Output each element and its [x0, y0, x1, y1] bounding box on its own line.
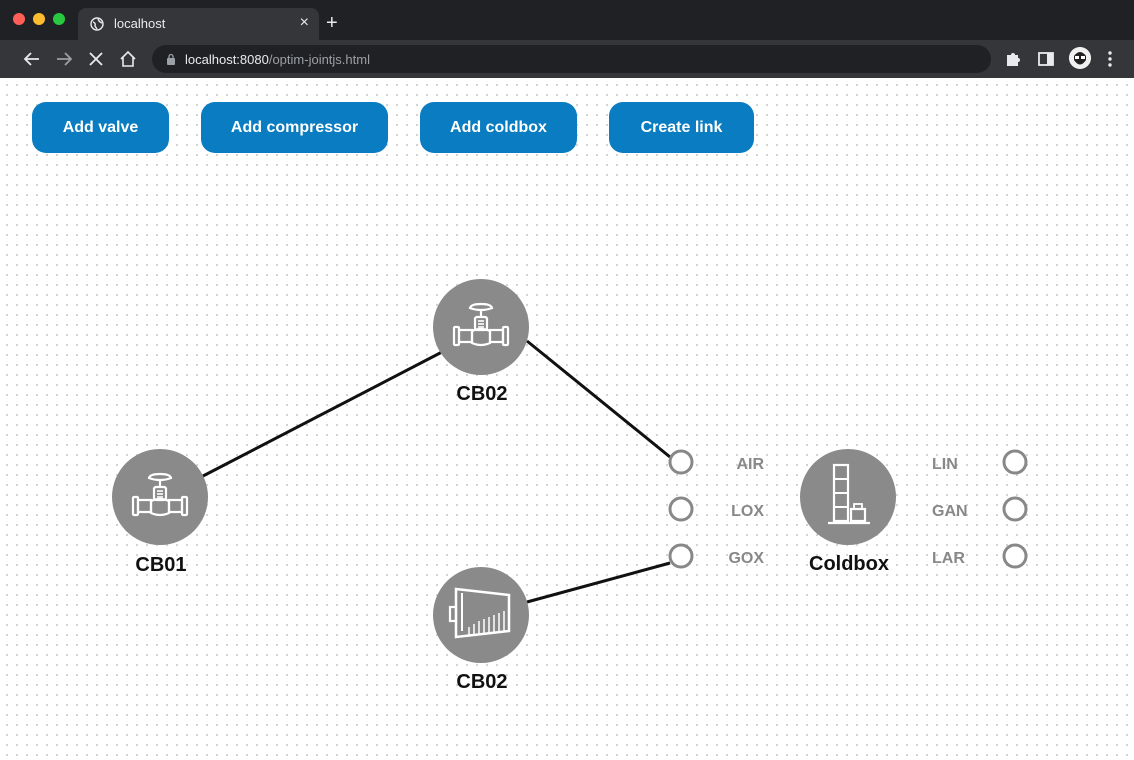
browser-toolbar: localhost:8080/optim-jointjs.html	[0, 40, 1134, 78]
link-cb02-air-port[interactable]	[526, 339, 671, 459]
new-tab-button[interactable]: +	[326, 12, 338, 34]
port-lin[interactable]	[1002, 449, 1028, 475]
url-text: localhost:8080/optim-jointjs.html	[185, 52, 370, 67]
port-lar[interactable]	[1002, 543, 1028, 569]
port-label-gan: GAN	[932, 503, 968, 520]
close-tab-icon[interactable]: ×	[299, 14, 309, 31]
add-compressor-button[interactable]: Add compressor	[201, 102, 388, 153]
port-label-air: AIR	[736, 456, 764, 473]
port-label-lox: LOX	[731, 503, 764, 520]
browser-tab[interactable]: localhost ×	[78, 8, 319, 40]
valve-node-cb02[interactable]	[433, 279, 529, 375]
port-gan[interactable]	[1002, 496, 1028, 522]
avatar-face-icon	[1069, 47, 1091, 69]
link-cb01-cb02[interactable]	[202, 350, 443, 478]
add-coldbox-button[interactable]: Add coldbox	[420, 102, 577, 153]
port-label-lin: LIN	[932, 456, 958, 473]
window-close-button[interactable]	[13, 13, 25, 25]
back-arrow-icon[interactable]	[21, 48, 43, 70]
port-label-lar: LAR	[932, 550, 965, 567]
window-minimize-button[interactable]	[33, 13, 45, 25]
profile-avatar[interactable]	[1069, 47, 1091, 69]
valve-node-cb01[interactable]	[112, 449, 208, 545]
stop-loading-icon[interactable]	[85, 48, 107, 70]
port-gox[interactable]	[668, 543, 694, 569]
port-lox[interactable]	[668, 496, 694, 522]
node-label-cb02-valve: CB02	[456, 383, 507, 405]
create-link-button[interactable]: Create link	[609, 102, 754, 153]
url-host: localhost:8080	[185, 52, 269, 67]
puzzle-extensions-icon[interactable]	[1004, 49, 1024, 69]
node-label-cb01: CB01	[135, 554, 186, 576]
url-path: /optim-jointjs.html	[268, 52, 370, 67]
diagram-svg[interactable]: CB02 CB01 CB02 Coldbox AIR LOX GOX LIN	[0, 78, 1134, 760]
address-bar[interactable]: localhost:8080/optim-jointjs.html	[152, 45, 991, 73]
side-panel-icon[interactable]	[1036, 49, 1056, 69]
window-maximize-button[interactable]	[53, 13, 65, 25]
diagram-canvas[interactable]: CB02 CB01 CB02 Coldbox AIR LOX GOX LIN	[0, 78, 1134, 760]
port-air[interactable]	[668, 449, 694, 475]
coldbox-node[interactable]	[800, 449, 896, 545]
lock-icon	[167, 53, 175, 65]
tab-title: localhost	[114, 16, 166, 31]
kebab-menu-icon[interactable]	[1100, 49, 1120, 69]
port-label-gox: GOX	[728, 550, 764, 567]
forward-arrow-icon[interactable]	[53, 48, 75, 70]
node-label-coldbox: Coldbox	[809, 553, 889, 575]
node-label-cb02-compressor: CB02	[456, 671, 507, 693]
link-compressor-gox-port[interactable]	[526, 561, 671, 604]
browser-chrome: localhost × + localhost:8080/optim-joint…	[0, 0, 1134, 78]
compressor-node-cb02[interactable]	[433, 567, 529, 663]
add-valve-button[interactable]: Add valve	[32, 102, 169, 153]
globe-icon	[90, 17, 104, 31]
home-icon[interactable]	[117, 48, 139, 70]
